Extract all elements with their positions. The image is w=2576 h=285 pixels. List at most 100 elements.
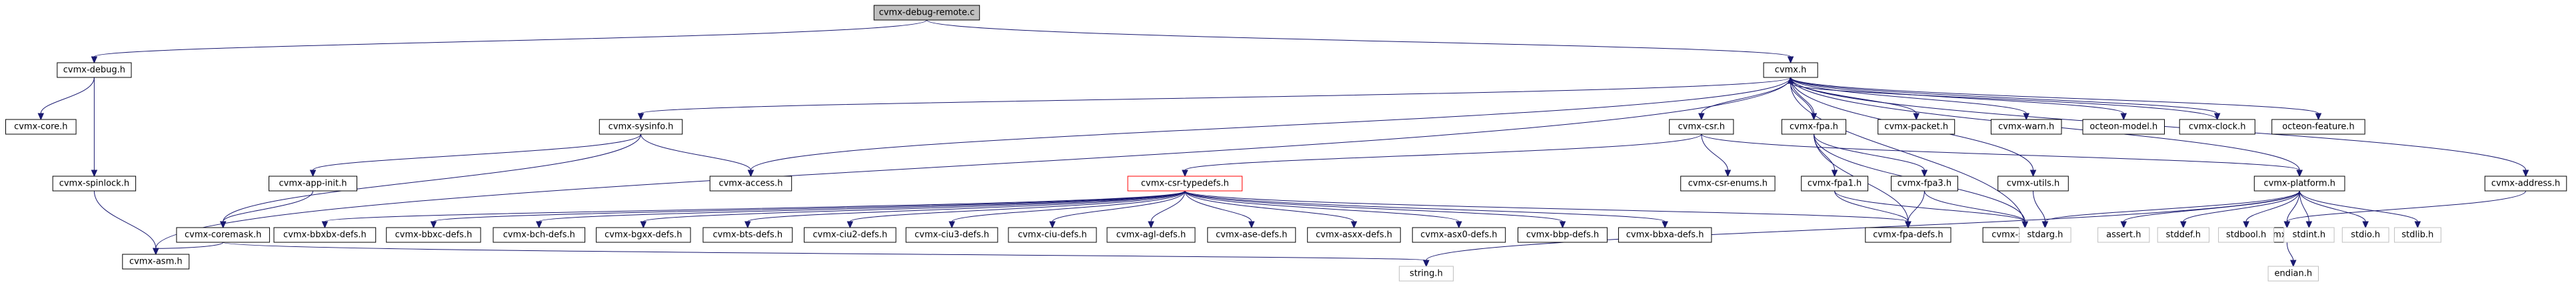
edge-arrowhead (1913, 113, 1920, 121)
edge-cvmx.h-to-octeon-feature.h (1790, 77, 2322, 121)
node-label: cvmx-packet.h (1884, 122, 1948, 132)
node-cvmx-fpa1-h[interactable]: cvmx-fpa1.h (1801, 176, 1869, 192)
edge-cvmx-platform.h-to-string.h (1423, 190, 2300, 268)
edge-line (1790, 77, 2124, 114)
node-cvmx-address-h[interactable]: cvmx-address.h (2484, 176, 2567, 192)
node-cvmx-bch-defs-h[interactable]: cvmx-bch-defs.h (493, 227, 586, 243)
node-box (122, 254, 190, 270)
edge-cvmx-platform.h-to-stdarg.h (2041, 190, 2300, 229)
node-cvmx-fpa-defs-h[interactable]: cvmx-fpa-defs.h (1865, 227, 1951, 243)
node-cvmx-csr-enums-h[interactable]: cvmx-csr-enums.h (1680, 176, 1776, 192)
node-cvmx-bbxbx-defs-h[interactable]: cvmx-bbxbx-defs.h (273, 227, 377, 243)
node-cvmx-bgxx-defs-h[interactable]: cvmx-bgxx-defs.h (596, 227, 691, 243)
node-box (709, 176, 792, 192)
node-label: cvmx-fpa1.h (1808, 179, 1862, 189)
node-cvmx-csr-h[interactable]: cvmx-csr.h (1669, 119, 1734, 135)
edge-arrowhead (1049, 221, 1056, 229)
node-cvmx-packet-h[interactable]: cvmx-packet.h (1878, 119, 1955, 135)
node-cvmx-utils-h[interactable]: cvmx-utils.h (1997, 176, 2069, 192)
edge-line (2299, 190, 2309, 222)
edge-line (1908, 190, 1925, 222)
node-cvmx-sysinfo-h[interactable]: cvmx-sysinfo.h (599, 119, 683, 135)
edge-cvmx-address.h-to-cvmx-abi.h (2283, 190, 2527, 229)
node-cvmx-h[interactable]: cvmx.h (1763, 62, 1818, 78)
edge-cvmx-app-init.h-to-cvmx-coremask.h (219, 190, 313, 229)
node-octeon-feature-h[interactable]: octeon-feature.h (2271, 119, 2365, 135)
edge-cvmx-fpa3.h-to-cvmx-fpa-defs.h (1905, 190, 1925, 229)
edge-arrowhead (2283, 221, 2291, 229)
node-cvmx-asx0-defs-h[interactable]: cvmx-asx0-defs.h (1412, 227, 1506, 243)
edge-cvmx-csr-typedefs.h-to-cvmx-agl-defs.h (1148, 190, 1186, 229)
edge-arrowhead (1423, 260, 1430, 268)
edge-arrowhead (2213, 113, 2221, 121)
edge-cvmx-fpa.h-to-cvmx-fpa3.h (1814, 133, 1928, 178)
node-box (2019, 227, 2071, 243)
node-cvmx-bbxa-defs-h[interactable]: cvmx-bbxa-defs.h (1618, 227, 1712, 243)
node-box (386, 227, 481, 243)
node-label: cvmx.h (1775, 65, 1807, 75)
node-cvmx-bbp-defs-h[interactable]: cvmx-bbp-defs.h (1518, 227, 1608, 243)
node-box (873, 5, 980, 21)
node-cvmx-csr-typedefs-h[interactable]: cvmx-csr-typedefs.h (1127, 176, 1243, 192)
node-cvmx-bbxc-defs-h[interactable]: cvmx-bbxc-defs.h (386, 227, 481, 243)
node-box (2484, 176, 2567, 192)
node-box (596, 227, 691, 243)
edge-cvmx-platform.h-to-stddef.h (2180, 190, 2300, 229)
node-cvmx-platform-h[interactable]: cvmx-platform.h (2253, 176, 2345, 192)
node-box (599, 119, 683, 135)
node-cvmx-ciu-defs-h[interactable]: cvmx-ciu-defs.h (1008, 227, 1097, 243)
node-cvmx-warn-h[interactable]: cvmx-warn.h (1990, 119, 2062, 135)
node-cvmx-ciu2-defs-h[interactable]: cvmx-ciu2-defs.h (804, 227, 896, 243)
node-cvmx-fpa3-h[interactable]: cvmx-fpa3.h (1891, 176, 1958, 192)
edge-cvmx-platform.h-to-stdbool.h (2243, 190, 2300, 229)
node-cvmx-bts-defs-h[interactable]: cvmx-bts-defs.h (702, 227, 793, 243)
node-octeon-model-h[interactable]: octeon-model.h (2082, 119, 2165, 135)
node-cvmx-asxx-defs-h[interactable]: cvmx-asxx-defs.h (1307, 227, 1401, 243)
edge-arrowhead (744, 221, 751, 229)
edge-line (1184, 133, 1702, 171)
node-cvmx-ase-defs-h[interactable]: cvmx-ase-defs.h (1207, 227, 1296, 243)
edge-cvmx-csr-typedefs.h-to-cvmx-bch-defs.h (536, 190, 1186, 229)
edge-arrowhead (37, 113, 45, 121)
node-cvmx-clock-h[interactable]: cvmx-clock.h (2179, 119, 2255, 135)
node-cvmx-core-h[interactable]: cvmx-core.h (5, 119, 77, 135)
edge-line (313, 133, 641, 171)
edge-cvmx.h-to-octeon-model.h (1790, 77, 2127, 121)
node-label: cvmx-warn.h (1998, 122, 2054, 132)
edge-cvmx-debug-remote.c-to-cvmx-debug.h (91, 19, 927, 64)
node-cvmx-spinlock-h[interactable]: cvmx-spinlock.h (52, 176, 137, 192)
node-box (1891, 176, 1958, 192)
node-cvmx-asm-h[interactable]: cvmx-asm.h (122, 254, 190, 270)
node-stdlib-h: stdlib.h (2394, 227, 2441, 243)
edge-arrowhead (1148, 221, 1154, 229)
node-label: cvmx-asx0-defs.h (1420, 230, 1497, 240)
edge-arrowhead (1248, 221, 1255, 229)
node-cvmx-access-h[interactable]: cvmx-access.h (709, 176, 792, 192)
node-box (2179, 119, 2255, 135)
node-cvmx-debug-h[interactable]: cvmx-debug.h (57, 62, 132, 78)
node-label: cvmx-debug-remote.c (879, 8, 975, 18)
edge-arrowhead (2315, 113, 2322, 121)
node-label: cvmx-csr.h (1678, 122, 1725, 132)
node-label: cvmx-fpa-defs.h (1873, 230, 1943, 240)
node-cvmx-agl-defs-h[interactable]: cvmx-agl-defs.h (1106, 227, 1196, 243)
node-label: cvmx-access.h (718, 179, 782, 189)
node-label: cvmx-ase-defs.h (1216, 230, 1287, 240)
node-cvmx-app-init-h[interactable]: cvmx-app-init.h (269, 176, 357, 192)
edge-arrowhead (2414, 221, 2421, 229)
edge-cvmx-csr-typedefs.h-to-cvmx-bbxc-defs.h (430, 190, 1186, 229)
node-box (5, 119, 77, 135)
node-box (2341, 227, 2389, 243)
node-cvmx-coremask-h[interactable]: cvmx-coremask.h (176, 227, 270, 243)
node-label: cvmx-asm.h (129, 257, 183, 267)
node-cvmx-fpa-h[interactable]: cvmx-fpa.h (1781, 119, 1847, 135)
edge-cvmx-abi.h-to-endian.h (2286, 242, 2297, 268)
edge-line (2183, 190, 2300, 222)
edge-arrowhead (430, 221, 437, 229)
node-cvmx-ciu3-defs-h[interactable]: cvmx-ciu3-defs.h (905, 227, 998, 243)
edge-cvmx-sysinfo.h-to-cvmx-access.h (641, 133, 754, 178)
node-label: stdarg.h (2027, 230, 2063, 240)
edge-cvmx-csr-typedefs.h-to-cvmx-bbp-defs.h (1184, 190, 1566, 229)
edge-arrowhead (153, 248, 159, 256)
node-label: stdio.h (2351, 230, 2380, 240)
